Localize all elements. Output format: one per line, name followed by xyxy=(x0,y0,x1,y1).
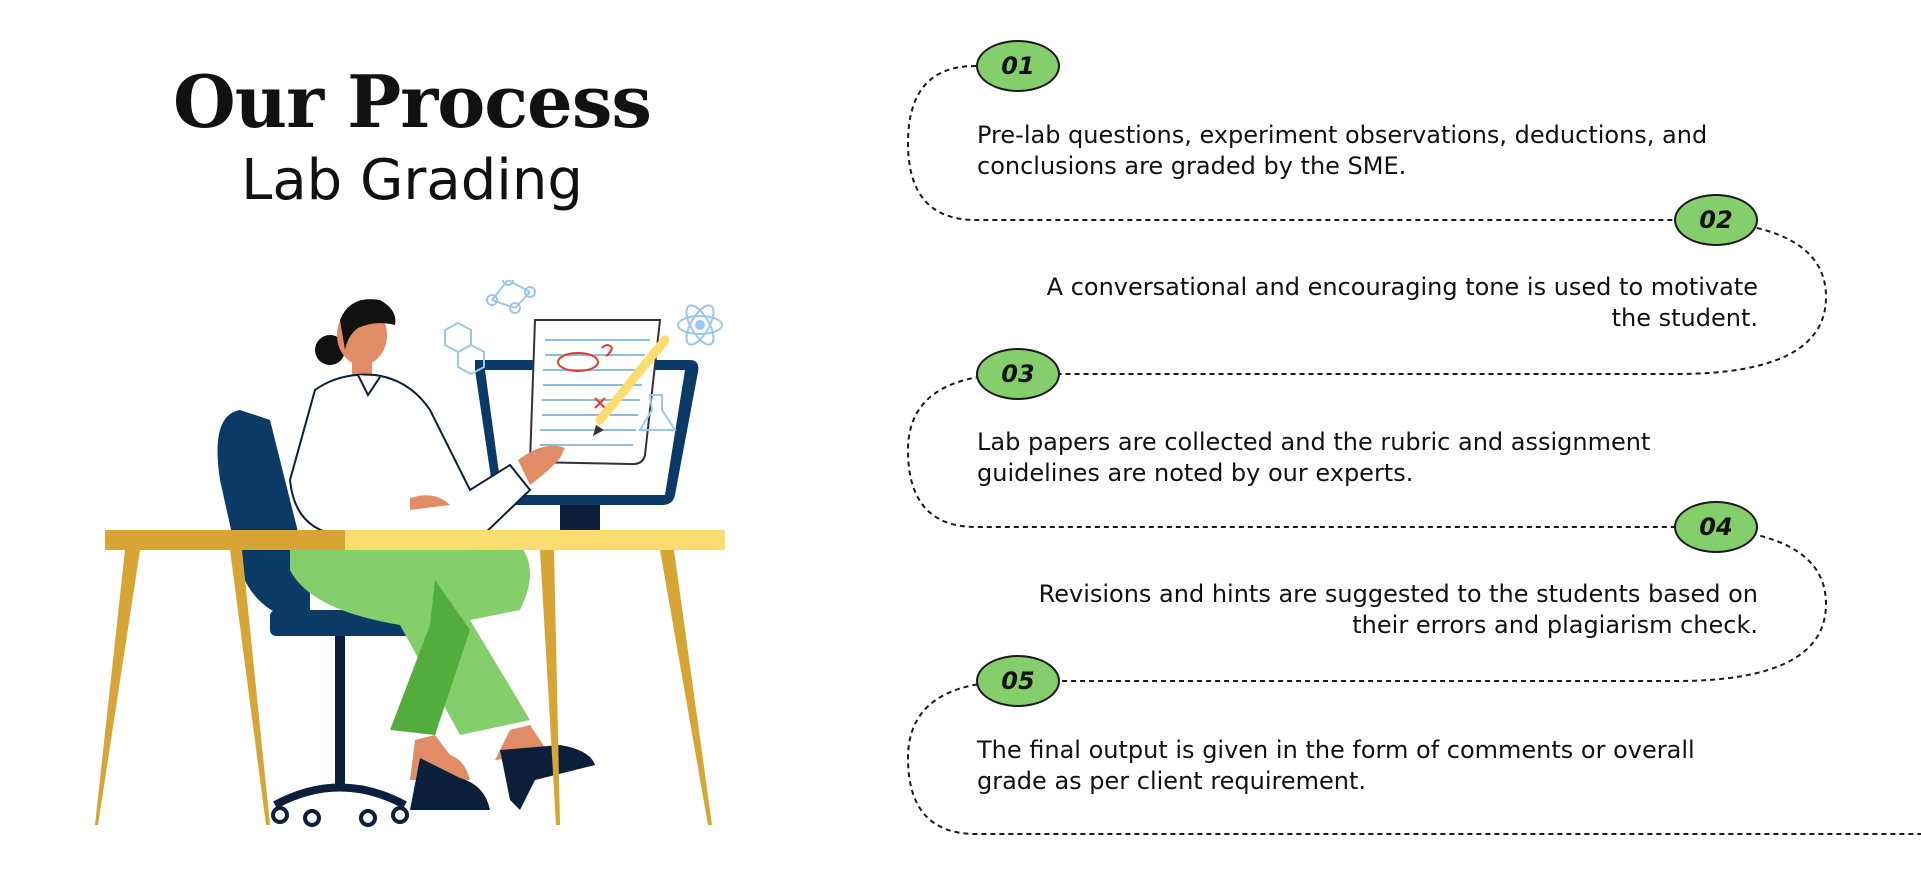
page-title: Our Process xyxy=(173,59,652,144)
step-text-01: Pre-lab questions, experiment observatio… xyxy=(977,121,1708,180)
chair-stem xyxy=(335,636,345,786)
person xyxy=(288,299,595,810)
step-text-04: Revisions and hints are suggested to the… xyxy=(1038,580,1758,639)
step-badge-05: 05 xyxy=(976,655,1060,707)
page-subtitle: Lab Grading xyxy=(241,148,583,213)
desk-leg xyxy=(95,550,140,825)
desk-leg xyxy=(230,550,270,825)
desk-leg xyxy=(540,550,560,825)
step-text-02: A conversational and encouraging tone is… xyxy=(1046,273,1758,332)
step-text-05: The final output is given in the form of… xyxy=(977,736,1695,795)
step-badge-01: 01 xyxy=(976,40,1060,92)
pencil-icon xyxy=(593,335,670,436)
illustration xyxy=(95,280,725,827)
desk-top-left xyxy=(105,530,345,550)
molecule-icon xyxy=(486,280,536,314)
step-badge-04: 04 xyxy=(1674,501,1758,553)
paper-sheet xyxy=(528,319,662,466)
chair-wheel xyxy=(271,806,289,824)
step-badge-02: 02 xyxy=(1674,194,1758,246)
desk-leg xyxy=(660,550,712,825)
chair-wheel xyxy=(303,809,321,827)
chair-base xyxy=(273,783,407,809)
step-text-03: Lab papers are collected and the rubric … xyxy=(977,428,1651,487)
chair-wheel xyxy=(391,806,409,824)
atom-icon xyxy=(677,304,723,346)
hexagon-molecule-icon xyxy=(444,321,485,376)
desk-top xyxy=(345,530,725,550)
flask-icon xyxy=(638,394,677,431)
step-badge-03: 03 xyxy=(976,348,1060,400)
chair-wheel xyxy=(359,809,377,827)
chair-back xyxy=(217,410,310,620)
